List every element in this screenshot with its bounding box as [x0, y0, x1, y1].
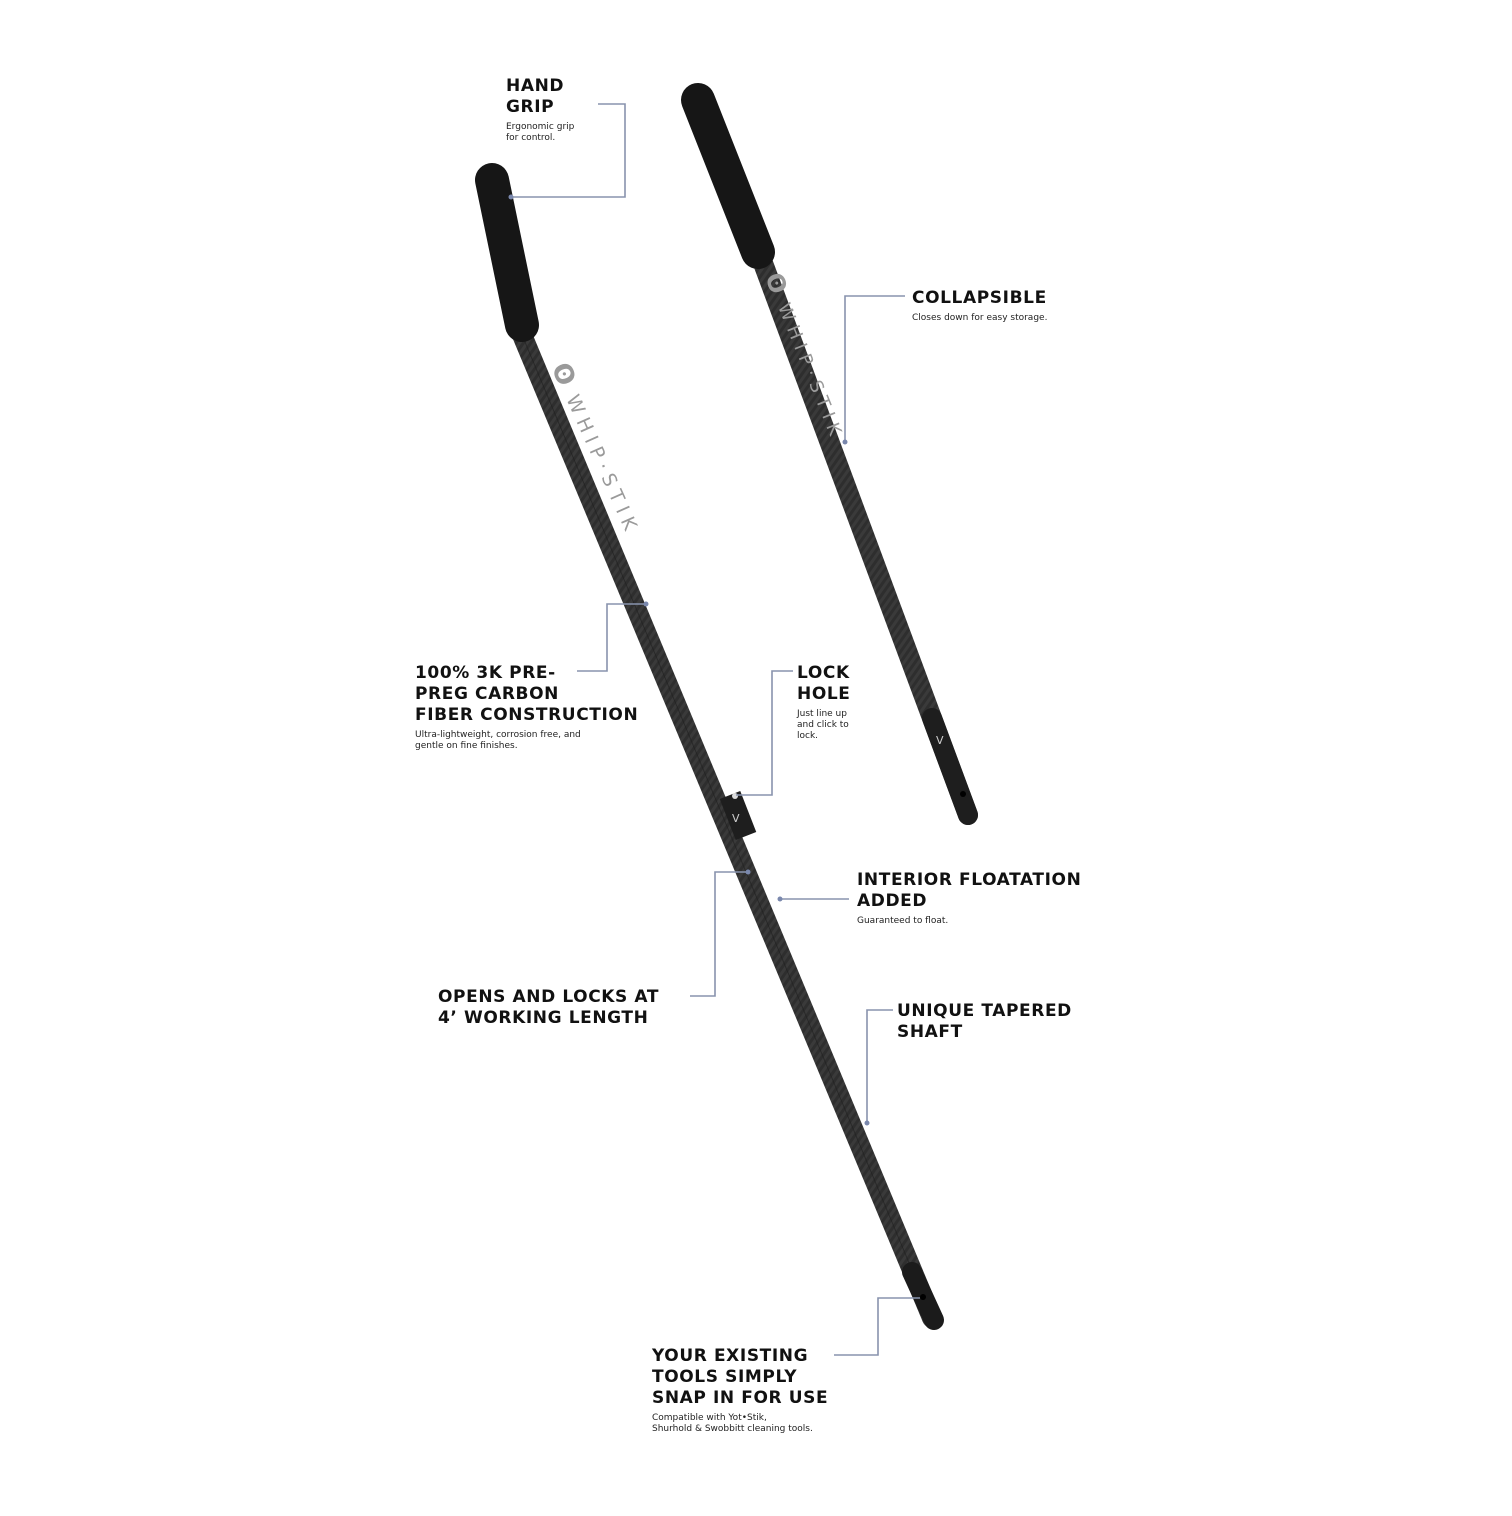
callout-interior-floatation: INTERIOR FLOATATION ADDED Guaranteed to …	[857, 870, 1117, 927]
collar-logo-mark: V	[936, 734, 944, 747]
callout-description: Ergonomic grip for control.	[506, 122, 575, 143]
extended-hand-grip	[475, 163, 539, 342]
callout-description: Compatible with Yot•Stik, Shurhold & Swo…	[652, 1413, 813, 1434]
callout-description: Ultra-lightweight, corrosion free, and g…	[415, 730, 581, 751]
callout-hand-grip: HAND GRIP Ergonomic grip for control.	[506, 76, 616, 144]
leader-lines	[511, 103, 920, 1356]
leader-hand-grip	[511, 103, 626, 198]
callout-opens-and-locks: OPENS AND LOCKS AT 4’ WORKING LENGTH	[438, 987, 698, 1029]
callout-title: HAND GRIP	[506, 76, 565, 117]
callout-lock-hole: LOCK HOLE Just line up and click to lock…	[797, 663, 887, 742]
callout-title: INTERIOR FLOATATION ADDED	[857, 870, 1082, 911]
leader-opens-locks	[690, 871, 748, 997]
callout-title: 100% 3K PRE- PREG CARBON FIBER CONSTRUCT…	[415, 663, 639, 725]
callout-title: COLLAPSIBLE	[912, 288, 1047, 308]
lock-hole-icon	[732, 793, 738, 799]
leader-carbon	[577, 603, 646, 672]
callout-description: Just line up and click to lock.	[797, 709, 849, 741]
callout-title: LOCK HOLE	[797, 663, 851, 704]
leader-tools	[834, 1297, 920, 1356]
callout-collapsible: COLLAPSIBLE Closes down for easy storage…	[912, 288, 1152, 324]
brand-wordmark: WHIP·STIK	[773, 300, 847, 444]
collapsed-hand-grip	[681, 83, 775, 269]
leader-endpoints	[508, 194, 870, 1126]
callout-title: OPENS AND LOCKS AT 4’ WORKING LENGTH	[438, 987, 660, 1028]
extended-lock-collar: V	[719, 791, 757, 840]
callout-title: UNIQUE TAPERED SHAFT	[897, 1001, 1072, 1042]
callout-description: Closes down for easy storage.	[912, 313, 1048, 323]
collapsed-wordmark: ʘ WHIP·STIK	[759, 269, 847, 444]
leader-lock-hole	[736, 670, 793, 796]
leader-tapered	[866, 1009, 893, 1123]
leader-collapsible	[844, 295, 905, 442]
collapsed-lock-collar: V	[922, 708, 978, 825]
callout-title: YOUR EXISTING TOOLS SIMPLY SNAP IN FOR U…	[652, 1346, 829, 1408]
tool-snap-hole-icon	[920, 1294, 926, 1300]
lock-hole-icon	[960, 791, 966, 797]
callout-description: Guaranteed to float.	[857, 916, 949, 926]
callout-tapered-shaft: UNIQUE TAPERED SHAFT	[897, 1001, 1117, 1043]
extended-shaft-edge	[519, 329, 933, 1319]
callout-existing-tools: YOUR EXISTING TOOLS SIMPLY SNAP IN FOR U…	[652, 1346, 892, 1435]
collar-logo-mark: V	[732, 812, 740, 825]
callout-carbon-construction: 100% 3K PRE- PREG CARBON FIBER CONSTRUCT…	[415, 663, 675, 752]
